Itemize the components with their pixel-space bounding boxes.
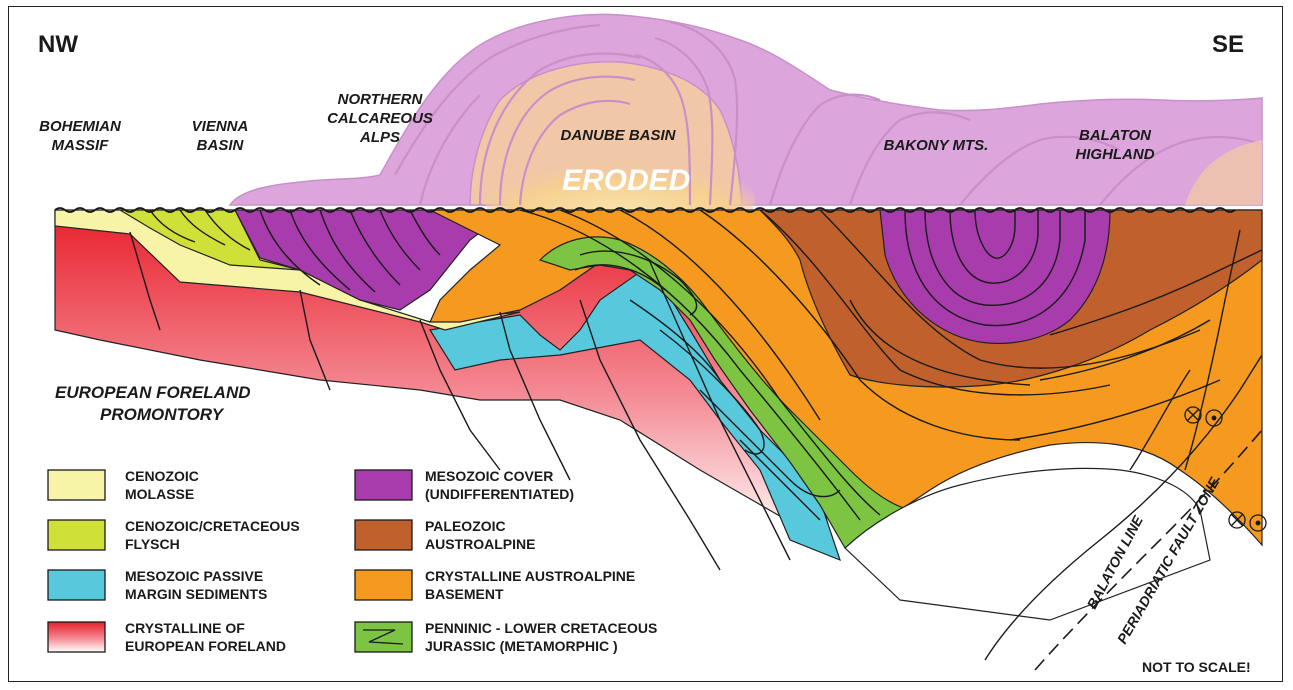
foreland-label-line1: EUROPEAN FORELAND	[55, 383, 251, 402]
region-label-northern-calcareous-alps-line3: ALPS	[359, 129, 400, 146]
legend-swatch-8	[355, 622, 412, 652]
foreland-label-line2: PROMONTORY	[100, 405, 225, 424]
legend-label-3-line2: MARGIN SEDIMENTS	[125, 586, 267, 602]
legend-swatch-2	[48, 520, 105, 550]
legend-label-4-line2: EUROPEAN FORELAND	[125, 638, 286, 654]
legend-swatch-1	[48, 470, 105, 500]
se-label: SE	[1212, 31, 1244, 58]
legend-label-2-line1: CENOZOIC/CRETACEOUS	[125, 518, 300, 534]
region-label-northern-calcareous-alps-line1: NORTHERN	[338, 91, 424, 108]
legend-swatch-5	[355, 470, 412, 500]
region-label-balaton-highland-line2: HIGHLAND	[1075, 146, 1154, 163]
region-label-bohemian-massif-line1: BOHEMIAN	[39, 118, 122, 135]
legend-label-5-line2: (UNDIFFERENTIATED)	[425, 486, 574, 502]
legend-label-1-line1: CENOZOIC	[125, 468, 199, 484]
legend-label-7-line2: BASEMENT	[425, 586, 504, 602]
subsurface-units	[55, 210, 1262, 620]
legend-label-6-line2: AUSTROALPINE	[425, 536, 535, 552]
nw-label: NW	[38, 31, 78, 58]
region-label-bohemian-massif-line2: MASSIF	[52, 137, 110, 154]
region-label-northern-calcareous-alps-line2: CALCAREOUS	[327, 110, 433, 127]
legend-swatch-6	[355, 520, 412, 550]
legend: CENOZOIC MOLASSE CENOZOIC/CRETACEOUS FLYSCH…	[48, 468, 657, 654]
region-label-danube-basin-line1: DANUBE BASIN	[560, 127, 676, 144]
legend-swatch-7	[355, 570, 412, 600]
legend-label-8-line1: PENNINIC - LOWER CRETACEOUS	[425, 620, 657, 636]
legend-label-8-line2: JURASSIC (METAMORPHIC )	[425, 638, 618, 654]
legend-label-4-line1: CRYSTALLINE OF	[125, 620, 245, 636]
legend-label-3-line1: MESOZOIC PASSIVE	[125, 568, 263, 584]
not-to-scale-note: NOT TO SCALE!	[1142, 659, 1251, 675]
region-label-bakony-mts-line1: BAKONY MTS.	[884, 137, 989, 154]
region-label-vienna-basin-line1: VIENNA	[192, 118, 249, 135]
legend-label-6-line1: PALEOZOIC	[425, 518, 506, 534]
legend-swatch-4	[48, 622, 105, 652]
region-label-vienna-basin-line2: BASIN	[197, 137, 245, 154]
legend-label-5-line1: MESOZOIC COVER	[425, 468, 553, 484]
legend-label-2-line2: FLYSCH	[125, 536, 180, 552]
legend-label-1-line2: MOLASSE	[125, 486, 194, 502]
legend-swatch-3	[48, 570, 105, 600]
legend-label-7-line1: CRYSTALLINE AUSTROALPINE	[425, 568, 635, 584]
region-label-balaton-highland-line1: BALATON	[1079, 127, 1152, 144]
eroded-label: ERODED	[562, 164, 690, 197]
